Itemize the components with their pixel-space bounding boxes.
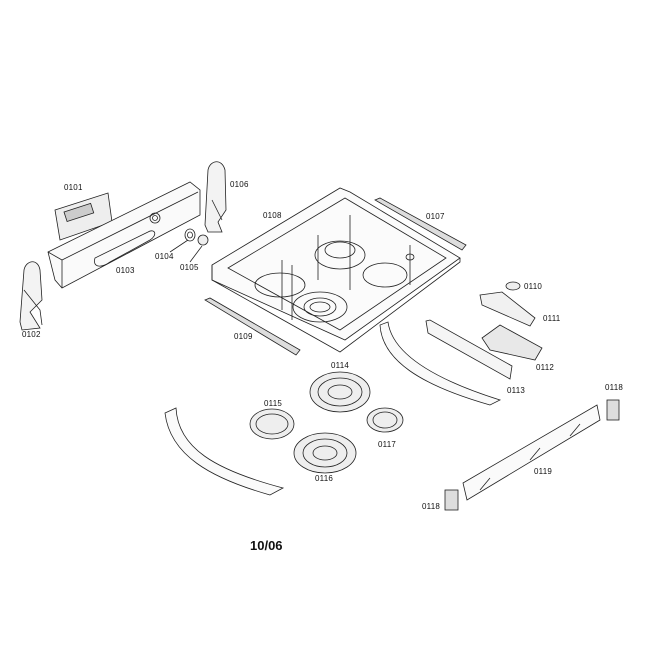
label-0113: 0113 <box>507 386 526 395</box>
label-0101: 0101 <box>64 183 83 192</box>
switch-board-drawing <box>479 291 536 327</box>
element-0115-drawing <box>249 408 295 440</box>
label-0108: 0108 <box>263 211 282 220</box>
label-0114: 0114 <box>331 361 350 370</box>
rail-rear-drawing <box>374 197 467 251</box>
heat-shield-drawing <box>425 319 513 380</box>
label-0104: 0104 <box>155 252 174 261</box>
front-glass-trim-drawing <box>462 404 601 501</box>
control-panel-drawing <box>47 181 201 289</box>
trim-right-drawing <box>379 321 502 406</box>
end-cap-lower-drawing <box>444 489 459 511</box>
label-0110: 0110 <box>524 282 543 291</box>
element-0114-drawing <box>309 371 371 413</box>
element-0116-drawing <box>293 432 357 474</box>
label-0105: 0105 <box>180 263 199 272</box>
label-0117: 0117 <box>378 440 397 449</box>
label-0118-upper: 0118 <box>605 383 624 392</box>
label-0102: 0102 <box>22 330 41 339</box>
label-0115: 0115 <box>264 399 283 408</box>
rail-front-drawing <box>204 297 301 356</box>
date-code: 10/06 <box>250 538 283 553</box>
cooktop-drawing <box>211 187 461 353</box>
bracket-drawing <box>481 324 543 361</box>
label-0107: 0107 <box>426 212 445 221</box>
label-0106: 0106 <box>230 180 249 189</box>
label-0116: 0116 <box>315 474 334 483</box>
knob-bezel-drawing <box>184 228 196 242</box>
label-0109: 0109 <box>234 332 253 341</box>
label-0111: 0111 <box>543 314 561 323</box>
knob-drawing <box>197 234 209 246</box>
trim-left-drawing <box>164 407 285 496</box>
endcap-left-drawing <box>19 261 43 331</box>
endcap-right-drawing <box>204 161 227 233</box>
label-0118-lower: 0118 <box>422 502 441 511</box>
label-0112: 0112 <box>536 363 555 372</box>
element-0117-drawing <box>366 407 404 433</box>
control-board-drawing <box>54 192 113 241</box>
lamp-drawing <box>505 281 521 291</box>
end-cap-upper-drawing <box>606 399 620 421</box>
label-0119: 0119 <box>534 467 553 476</box>
label-0103: 0103 <box>116 266 135 275</box>
